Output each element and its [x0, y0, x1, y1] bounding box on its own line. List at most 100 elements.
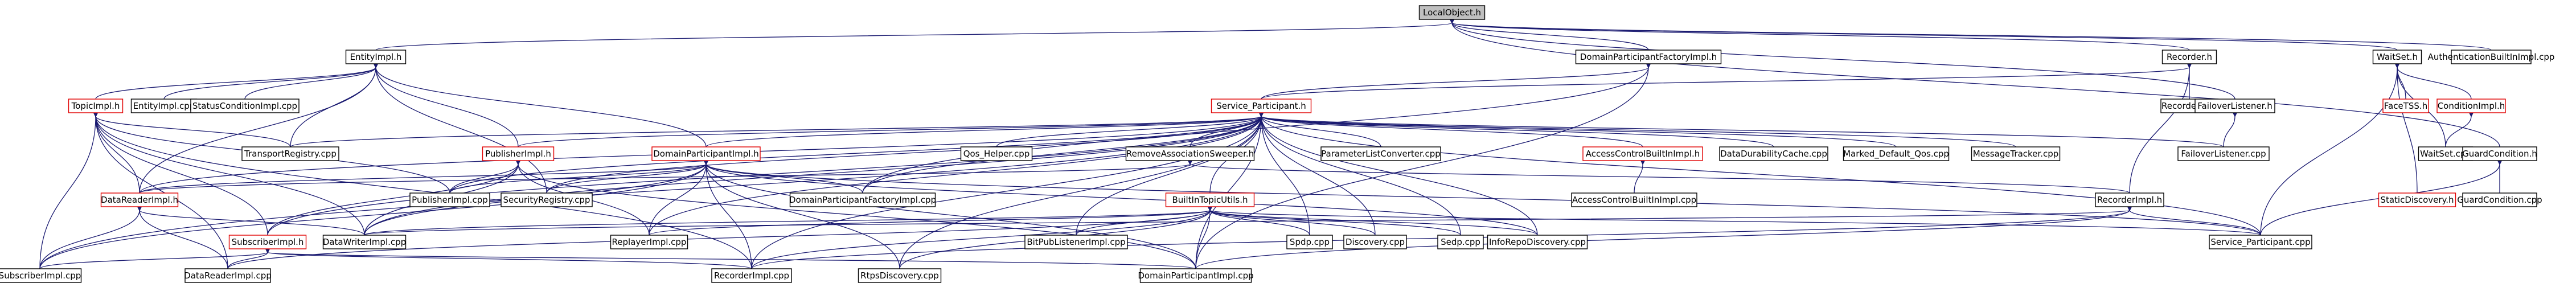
node-subscriberimpl-cpp[interactable]: SubscriberImpl.cpp	[0, 268, 82, 283]
node-builtintopicutils-h[interactable]: BuiltInTopicUtils.h	[1165, 192, 1255, 207]
node-statusconditionimpl-cpp[interactable]: StatusConditionImpl.cpp	[190, 99, 300, 113]
node-box[interactable]	[0, 268, 82, 283]
edge-domainparticipantimpl-cpp-to-service-participant-h	[1195, 116, 1261, 269]
node-box[interactable]	[1582, 146, 1703, 161]
node-box[interactable]	[2095, 192, 2164, 207]
node-spdp-cpp[interactable]: Spdp.cpp	[1286, 235, 1333, 249]
node-box[interactable]	[711, 268, 792, 283]
edge-replayerimpl-cpp-to-builtintopicutils-h	[649, 210, 1210, 236]
node-replayerimpl-cpp[interactable]: ReplayerImpl.cpp	[610, 235, 688, 249]
node-transportregistry-cpp[interactable]: TransportRegistry.cpp	[241, 146, 339, 161]
node-box[interactable]	[2372, 50, 2422, 64]
node-box[interactable]	[2177, 146, 2270, 161]
node-recorder-h[interactable]: Recorder.h	[2161, 50, 2217, 64]
edge-bitpublistenerimpl-cpp-to-service-participant-h	[1076, 116, 1261, 236]
node-guardcondition-cpp[interactable]: GuardCondition.cpp	[2457, 192, 2542, 207]
node-box[interactable]	[1320, 146, 1441, 161]
node-label: Service_Participant.cpp	[2210, 237, 2310, 248]
node-securityregistry-cpp[interactable]: SecurityRegistry.cpp	[501, 192, 593, 207]
node-box[interactable]	[2436, 99, 2506, 113]
node-box[interactable]	[1165, 192, 1255, 207]
node-domainparticipantfactoryimpl-h[interactable]: DomainParticipantFactoryImpl.h	[1575, 50, 1722, 64]
node-datareaderimpl-h[interactable]: DataReaderImpl.h	[100, 192, 179, 207]
node-service-participant-cpp[interactable]: Service_Participant.cpp	[2209, 235, 2312, 249]
node-waitset-h[interactable]: WaitSet.h	[2372, 50, 2422, 64]
node-box[interactable]	[1719, 146, 1828, 161]
node-service-participant-h[interactable]: Service_Participant.h	[1211, 99, 1312, 113]
node-box[interactable]	[228, 235, 307, 249]
node-localobject-h[interactable]: LocalObject.h	[1418, 5, 1486, 20]
node-failoverlistener-h[interactable]: FailoverListener.h	[2194, 99, 2275, 113]
node-box[interactable]	[2462, 146, 2537, 161]
node-box[interactable]	[960, 146, 1033, 161]
node-qos-helper-cpp[interactable]: Qos_Helper.cpp	[960, 146, 1033, 161]
node-entityimpl-h[interactable]: EntityImpl.h	[345, 50, 407, 64]
node-domainparticipantimpl-h[interactable]: DomainParticipantImpl.h	[651, 146, 761, 161]
node-box[interactable]	[2161, 50, 2217, 64]
node-authenticationbuiltinimpl-cpp[interactable]: AuthenticationBuiltInImpl.cpp	[2428, 50, 2555, 64]
node-box[interactable]	[409, 192, 490, 207]
node-box[interactable]	[1418, 5, 1486, 20]
node-recorderimpl-h[interactable]: RecorderImpl.h	[2095, 192, 2164, 207]
node-box[interactable]	[2451, 50, 2532, 64]
node-box[interactable]	[241, 146, 339, 161]
node-box[interactable]	[322, 235, 407, 249]
node-box[interactable]	[2382, 99, 2429, 113]
node-box[interactable]	[1437, 235, 1484, 249]
node-guardcondition-h[interactable]: GuardCondition.h	[2462, 146, 2537, 161]
node-marked-default-qos-cpp[interactable]: Marked_Default_Qos.cpp	[1843, 146, 1950, 161]
node-messagetracker-cpp[interactable]: MessageTracker.cpp	[1971, 146, 2061, 161]
node-box[interactable]	[1139, 268, 1252, 283]
node-box[interactable]	[1843, 146, 1950, 161]
node-box[interactable]	[1571, 192, 1697, 207]
node-entityimpl-cpp[interactable]: EntityImpl.cpp	[130, 99, 198, 113]
node-bitpublistenerimpl-cpp[interactable]: BitPubListenerImpl.cpp	[1024, 235, 1128, 249]
node-domainparticipantimpl-cpp[interactable]: DomainParticipantImpl.cpp	[1138, 268, 1254, 283]
node-accesscontrolbuiltinimpl-h[interactable]: AccessControlBuiltInImpl.h	[1582, 146, 1703, 161]
node-box[interactable]	[789, 192, 936, 207]
node-box[interactable]	[1125, 146, 1255, 161]
node-box[interactable]	[1343, 235, 1407, 249]
node-accesscontrolbuiltinimpl-cpp[interactable]: AccessControlBuiltInImpl.cpp	[1571, 192, 1697, 207]
node-box[interactable]	[68, 99, 124, 113]
node-inforepodiscovery-cpp[interactable]: InfoRepoDiscovery.cpp	[1487, 235, 1588, 249]
node-box[interactable]	[100, 192, 179, 207]
node-discovery-cpp[interactable]: Discovery.cpp	[1343, 235, 1407, 249]
node-box[interactable]	[2209, 235, 2312, 249]
node-box[interactable]	[1286, 235, 1333, 249]
node-facetss-h[interactable]: FaceTSS.h	[2382, 99, 2429, 113]
node-box[interactable]	[2462, 192, 2537, 207]
node-box[interactable]	[482, 146, 555, 161]
node-datadurabilitycache-cpp[interactable]: DataDurabilityCache.cpp	[1719, 146, 1828, 161]
node-box[interactable]	[501, 192, 593, 207]
node-domainparticipantfactoryimpl-cpp[interactable]: DomainParticipantFactoryImpl.cpp	[789, 192, 936, 207]
node-box[interactable]	[1971, 146, 2061, 161]
node-topicimpl-h[interactable]: TopicImpl.h	[68, 99, 124, 113]
node-box[interactable]	[184, 268, 271, 283]
node-box[interactable]	[858, 268, 942, 283]
node-rtpsdiscovery-cpp[interactable]: RtpsDiscovery.cpp	[858, 268, 942, 283]
node-datawriterimpl-cpp[interactable]: DataWriterImpl.cpp	[322, 235, 407, 249]
edge-inforepodiscovery-cpp-to-domainparticipantimpl-h	[706, 164, 1538, 236]
node-box[interactable]	[190, 99, 300, 113]
node-box[interactable]	[1575, 50, 1722, 64]
node-staticdiscovery-h[interactable]: StaticDiscovery.h	[2378, 192, 2456, 207]
node-removeassociationsweeper-h[interactable]: RemoveAssociationSweeper.h	[1125, 146, 1255, 161]
node-box[interactable]	[345, 50, 407, 64]
node-publisherimpl-cpp[interactable]: PublisherImpl.cpp	[409, 192, 490, 207]
node-box[interactable]	[610, 235, 688, 249]
node-publisherimpl-h[interactable]: PublisherImpl.h	[482, 146, 555, 161]
node-box[interactable]	[1024, 235, 1128, 249]
node-box[interactable]	[2194, 99, 2275, 113]
node-subscriberimpl-h[interactable]: SubscriberImpl.h	[228, 235, 307, 249]
node-box[interactable]	[1211, 99, 1312, 113]
node-box[interactable]	[1487, 235, 1588, 249]
node-conditionimpl-h[interactable]: ConditionImpl.h	[2436, 99, 2506, 113]
node-box[interactable]	[2378, 192, 2456, 207]
node-parameterlistconverter-cpp[interactable]: ParameterListConverter.cpp	[1320, 146, 1441, 161]
node-sedp-cpp[interactable]: Sedp.cpp	[1437, 235, 1484, 249]
node-box[interactable]	[651, 146, 761, 161]
node-failoverlistener-cpp[interactable]: FailoverListener.cpp	[2177, 146, 2270, 161]
node-recorderimpl-cpp[interactable]: RecorderImpl.cpp	[711, 268, 792, 283]
node-datareaderimpl-cpp[interactable]: DataReaderImpl.cpp	[184, 268, 272, 283]
